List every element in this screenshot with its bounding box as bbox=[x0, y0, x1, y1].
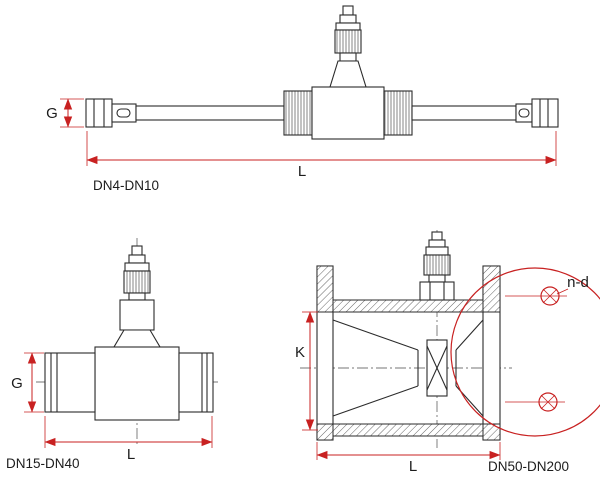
center-cylinder bbox=[94, 346, 180, 421]
dimension-label-k: K bbox=[295, 344, 305, 361]
sensor-collar bbox=[335, 22, 361, 31]
sensor-hex-boss bbox=[419, 281, 455, 301]
sensor-collar bbox=[425, 246, 449, 256]
dimension-k: K bbox=[295, 311, 318, 431]
left-end-fitting bbox=[85, 98, 113, 128]
dimension-label-l: L bbox=[298, 163, 306, 180]
sensor-transmitter bbox=[113, 245, 161, 348]
leader-line bbox=[556, 288, 569, 295]
right-slot bbox=[518, 108, 530, 118]
dimension-label-l: L bbox=[409, 458, 417, 475]
dimension-label-g: G bbox=[46, 105, 58, 122]
dimension-l: L bbox=[44, 416, 213, 463]
bolt-holes-label: n-d bbox=[567, 274, 589, 291]
figure-dn15-dn40: G L DN15-DN40 bbox=[6, 238, 220, 471]
flanged-body bbox=[316, 265, 501, 441]
bottom-wall bbox=[332, 423, 484, 437]
right-union-nut bbox=[515, 103, 533, 123]
top-bolt-hole bbox=[540, 286, 560, 306]
dimension-g: G bbox=[46, 98, 84, 128]
left-union-nut bbox=[111, 103, 137, 123]
sensor-neck bbox=[428, 274, 446, 283]
bottom-bolt-hole bbox=[538, 392, 558, 412]
internal-turbine bbox=[332, 319, 484, 417]
pipe-assembly bbox=[85, 86, 559, 140]
sensor-connector-tip bbox=[342, 5, 354, 16]
figure-caption-dn15-dn40: DN15-DN40 bbox=[6, 456, 80, 471]
meter-body bbox=[44, 346, 214, 421]
sensor-connector-tip bbox=[131, 245, 143, 256]
right-threaded-fitting bbox=[178, 352, 214, 413]
meter-body bbox=[311, 86, 385, 140]
sensor-connector-tip bbox=[431, 231, 443, 241]
right-knurled-nut bbox=[383, 90, 413, 136]
dimension-label-g: G bbox=[11, 375, 23, 392]
sensor-neck bbox=[339, 52, 357, 62]
left-slot bbox=[116, 108, 131, 118]
right-end-fitting bbox=[531, 98, 559, 128]
sensor-knurled-ring bbox=[123, 270, 151, 294]
sensor-neck bbox=[128, 292, 146, 301]
sensor-knurled-ring bbox=[334, 29, 362, 54]
dimension-g: G bbox=[11, 352, 44, 413]
left-pipe-rod bbox=[135, 105, 285, 121]
left-knurled-nut bbox=[283, 90, 313, 136]
sensor-connector-body bbox=[128, 254, 146, 264]
sensor-transmitter bbox=[329, 5, 367, 88]
figure-caption-dn50-dn200: DN50-DN200 bbox=[488, 459, 569, 474]
dimension-l: L bbox=[316, 442, 501, 475]
figure-dn4-dn10: G L DN4-DN10 bbox=[46, 5, 559, 193]
sensor-transmitter bbox=[419, 231, 455, 301]
sensor-base-cone bbox=[329, 60, 367, 88]
right-pipe-rod bbox=[411, 105, 517, 121]
sensor-collar bbox=[124, 262, 150, 272]
left-threaded-fitting bbox=[44, 352, 96, 413]
flange-projection-circle bbox=[450, 267, 600, 437]
dimension-label-l: L bbox=[127, 446, 135, 463]
sensor-knurled-ring bbox=[423, 254, 451, 276]
bolt-circle-view: n-d bbox=[450, 267, 600, 437]
sensor-body bbox=[119, 299, 155, 331]
sensor-connector-body bbox=[339, 14, 357, 24]
sensor-base-cone bbox=[113, 329, 161, 348]
dimension-l: L bbox=[86, 131, 557, 180]
sensor-connector-body bbox=[428, 239, 446, 248]
top-wall bbox=[332, 299, 484, 313]
figure-caption-dn4-dn10: DN4-DN10 bbox=[93, 178, 159, 193]
figure-dn50-dn200: n-d K L DN50-DN200 bbox=[295, 230, 600, 475]
